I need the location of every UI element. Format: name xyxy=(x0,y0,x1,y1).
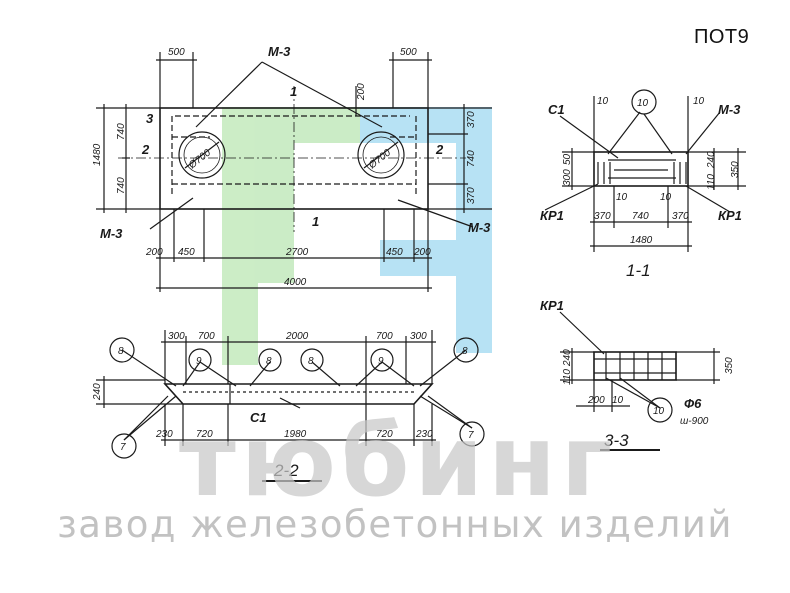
plan-hole-diameter-right: Ø700 xyxy=(366,147,393,172)
s11-dim-right-240: 240 xyxy=(706,151,717,169)
s22-dim-top-2: 700 xyxy=(198,331,215,342)
plan-dim-top-right: 500 xyxy=(400,47,417,58)
s22-dim-top-3: 2000 xyxy=(285,331,309,342)
plan-mark-3: 3 xyxy=(146,111,154,126)
s22-dim-bottom-2: 720 xyxy=(196,429,213,440)
plan-m3-top: М-3 xyxy=(268,44,291,59)
plan-dim-left-740b: 740 xyxy=(116,177,127,194)
plan-dim-right-370a: 370 xyxy=(466,111,477,128)
s33-label-kr: КР1 xyxy=(540,298,564,313)
s33-caption: 3-3 xyxy=(604,431,629,450)
callout-circles xyxy=(109,89,673,459)
page-title: ПОТ9 xyxy=(694,26,750,48)
s22-dim-left: 240 xyxy=(92,383,103,401)
s11-callout-10: 10 xyxy=(637,98,649,109)
plan-axis-2-left: 2 xyxy=(141,142,150,157)
s33-dim-bottom-200: 200 xyxy=(587,395,605,406)
s11-label-kr-left: КР1 xyxy=(540,208,564,223)
plan-dim-mid: 200 xyxy=(356,83,367,101)
plan-dim-right-370b: 370 xyxy=(466,187,477,204)
plan-m3-right: М-3 xyxy=(468,220,491,235)
s11-dim-inner-left: 10 xyxy=(616,192,628,203)
s22-callout-8a: 8 xyxy=(118,346,124,357)
plan-m3-left: М-3 xyxy=(100,226,123,241)
s11-dim-inner-right: 10 xyxy=(660,192,672,203)
s22-dim-top-4: 700 xyxy=(376,331,393,342)
plan-dim-bottom-2: 450 xyxy=(178,247,195,258)
plan-dim-bottom-1: 200 xyxy=(145,247,163,258)
s11-dim-top-left: 10 xyxy=(597,96,609,107)
s11-dim-left-50: 50 xyxy=(562,153,573,165)
s11-label-kr-right: КР1 xyxy=(718,208,742,223)
watermark-blue-block xyxy=(456,143,492,353)
section-1-1 xyxy=(544,96,746,252)
s22-callout-8b: 8 xyxy=(266,356,272,367)
s11-dim-bottom-3: 370 xyxy=(672,211,689,222)
plan-dim-bottom-3: 2700 xyxy=(285,247,309,258)
s11-dim-bottom-1: 370 xyxy=(594,211,611,222)
watermark-green-block xyxy=(222,107,258,365)
s11-dim-right-total: 350 xyxy=(730,161,741,178)
s11-dim-top-right: 10 xyxy=(693,96,705,107)
plan-dim-total-h: 1480 xyxy=(92,143,103,166)
plan-view xyxy=(96,52,492,292)
plan-dim-right-740: 740 xyxy=(466,150,477,167)
s11-dim-right-110: 110 xyxy=(706,174,717,190)
s22-label-s1: С1 xyxy=(250,410,267,425)
plan-dim-left-740a: 740 xyxy=(116,123,127,140)
watermark-logo xyxy=(222,107,492,365)
s22-callout-8c: 8 xyxy=(308,356,314,367)
section-2-2 xyxy=(96,330,473,482)
s11-caption: 1-1 xyxy=(626,261,651,280)
plan-dim-total-w: 4000 xyxy=(284,277,307,288)
watermark-brand: тюбинг xyxy=(178,405,618,519)
plan-dim-top-left: 500 xyxy=(168,47,185,58)
s22-dim-bottom-5: 230 xyxy=(415,429,433,440)
s33-dim-right: 350 xyxy=(724,357,735,374)
s22-callout-9b: 9 xyxy=(378,356,384,367)
section-3-3 xyxy=(559,311,720,451)
s22-callout-9a: 9 xyxy=(196,356,202,367)
s33-label-phi: Ф6 xyxy=(684,396,702,411)
plan-axis-1-bottom: 1 xyxy=(312,214,319,229)
s22-dim-bottom-1: 230 xyxy=(155,429,173,440)
s22-callout-7b: 7 xyxy=(468,430,474,441)
s33-callout-10: 10 xyxy=(653,406,665,417)
s22-dim-top-5: 300 xyxy=(410,331,427,342)
plan-axis-2-right: 2 xyxy=(435,142,444,157)
s11-dim-bottom-2: 740 xyxy=(632,211,649,222)
s33-dim-left-240: 240 xyxy=(562,349,573,367)
plan-dim-bottom-4: 450 xyxy=(386,247,403,258)
s22-caption: 2-2 xyxy=(273,461,299,480)
s22-dim-bottom-4: 720 xyxy=(376,429,393,440)
s11-label-s1: С1 xyxy=(548,102,565,117)
watermark-green-block xyxy=(258,143,294,283)
plan-axis-1-top: 1 xyxy=(290,84,297,99)
s11-label-m3: М-3 xyxy=(718,102,741,117)
plan-hole-diameter-left: Ø700 xyxy=(186,147,213,172)
plan-dim-bottom-5: 200 xyxy=(413,247,431,258)
watermark-tagline: завод железобетонных изделий xyxy=(57,503,733,546)
s33-dim-left-110: 110 xyxy=(562,369,573,385)
s22-dim-top-1: 300 xyxy=(168,331,185,342)
s11-dim-total: 1480 xyxy=(630,235,653,246)
s11-dim-left-300: 300 xyxy=(562,169,573,186)
s33-dim-bottom-10: 10 xyxy=(612,395,624,406)
s22-callout-8d: 8 xyxy=(462,346,468,357)
s22-dim-bottom-3: 1980 xyxy=(284,429,307,440)
s33-label-step: ш-900 xyxy=(680,416,709,427)
s22-callout-7a: 7 xyxy=(120,442,126,453)
